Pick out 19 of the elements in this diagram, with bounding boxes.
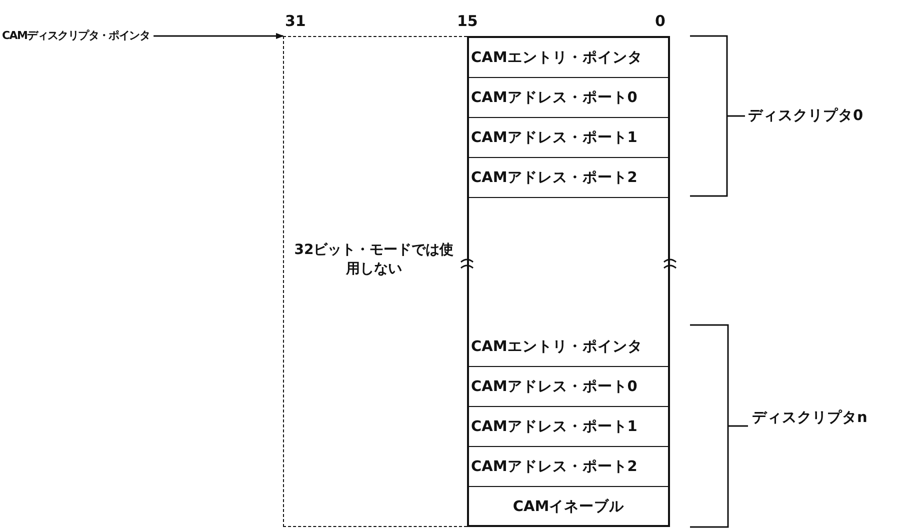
register-field: CAMアドレス・ポート0 (469, 367, 668, 407)
register-field: CAMエントリ・ポインタ (469, 38, 668, 78)
memory-column (467, 36, 670, 527)
register-field: CAMアドレス・ポート2 (469, 158, 668, 198)
descriptor-label: ディスクリプタn (752, 408, 868, 427)
register-field: CAMエントリ・ポインタ (469, 327, 668, 367)
register-field: CAMアドレス・ポート1 (469, 407, 668, 447)
bit-number: 31 (285, 12, 306, 30)
descriptor-label: ディスクリプタ0 (748, 106, 864, 125)
bit-number: 15 (457, 12, 478, 30)
register-field: CAMイネーブル (469, 487, 668, 527)
register-field: CAMアドレス・ポート0 (469, 78, 668, 118)
bit-number: 0 (655, 12, 666, 30)
register-field: CAMアドレス・ポート1 (469, 118, 668, 158)
unused-region (283, 36, 467, 527)
arrow (154, 33, 284, 39)
register-field: CAMアドレス・ポート2 (469, 447, 668, 487)
pointer-label: CAMディスクリプタ・ポインタ (2, 28, 150, 44)
note-text: 32ビット・モードでは使用しない (294, 241, 454, 279)
